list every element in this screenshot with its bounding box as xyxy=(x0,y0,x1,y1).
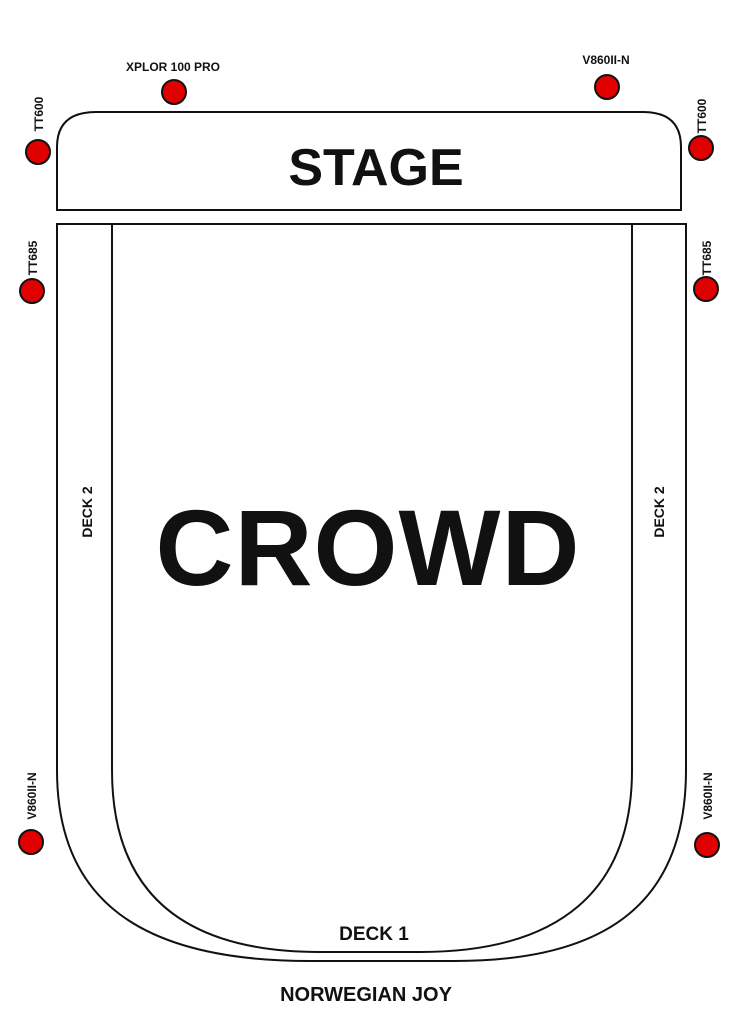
marker-top-left xyxy=(161,79,187,105)
marker-mid-right xyxy=(693,276,719,302)
stage-label: STAGE xyxy=(288,139,463,197)
marker-mid-left-label: TT685 xyxy=(26,240,40,275)
marker-stage-left xyxy=(25,139,51,165)
crowd-label: CROWD xyxy=(156,487,581,608)
marker-mid-left xyxy=(19,278,45,304)
marker-bottom-left-label: V860II-N xyxy=(25,772,39,819)
marker-top-left-label: XPLOR 100 PRO xyxy=(126,60,220,74)
marker-top-right-label: V860II-N xyxy=(582,53,629,67)
marker-stage-right xyxy=(688,135,714,161)
deck1-label: DECK 1 xyxy=(339,924,409,945)
marker-bottom-right xyxy=(694,832,720,858)
marker-mid-right-label: TT685 xyxy=(700,240,714,275)
marker-top-right xyxy=(594,74,620,100)
marker-bottom-left xyxy=(18,829,44,855)
deck2-right-label: DECK 2 xyxy=(651,486,667,538)
marker-bottom-right-label: V860II-N xyxy=(701,772,715,819)
marker-stage-right-label: TT600 xyxy=(695,98,709,133)
marker-stage-left-label: TT600 xyxy=(32,96,46,131)
deck2-left-label: DECK 2 xyxy=(79,486,95,538)
venue-name: NORWEGIAN JOY xyxy=(280,984,453,1006)
stage-area xyxy=(56,111,682,211)
crowd-area xyxy=(111,223,633,953)
